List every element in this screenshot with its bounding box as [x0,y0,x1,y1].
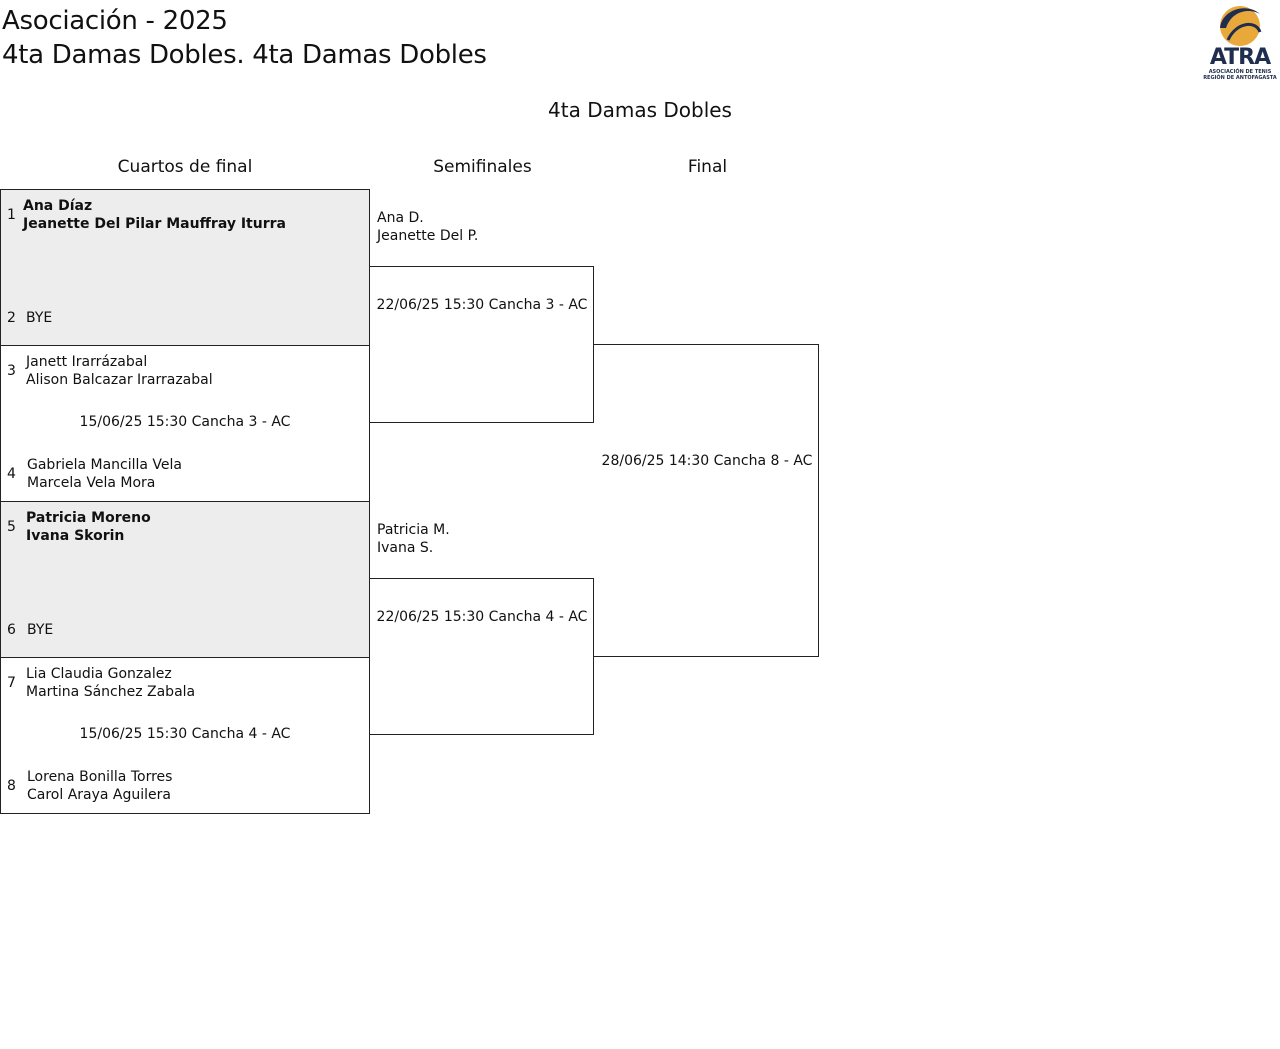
seed-number: 8 [7,778,16,794]
seed-number: 4 [7,466,16,482]
seed-number: 6 [7,622,16,638]
atra-logo: ATRA ASOCIACIÓN DE TENIS REGIÓN DE ANTOF… [1202,2,1278,82]
page-title: Asociación - 2025 [2,6,228,36]
seed-number: 7 [7,675,16,691]
round-header-final: Final [687,157,728,177]
svg-text:REGIÓN DE ANTOFAGASTA: REGIÓN DE ANTOFAGASTA [1203,74,1277,81]
atra-logo-graphic: ATRA ASOCIACIÓN DE TENIS REGIÓN DE ANTOF… [1203,6,1277,81]
match-schedule: 15/06/25 15:30 Cancha 4 - AC [79,726,291,742]
draw-name: 4ta Damas Dobles [548,98,732,122]
player-name: Jeanette Del Pilar Mauffray Iturra [23,216,286,232]
bye-label: BYE [27,622,54,638]
match-schedule: 15/06/25 15:30 Cancha 3 - AC [79,414,291,430]
page-subtitle: 4ta Damas Dobles. 4ta Damas Dobles [2,40,487,70]
seed-number: 2 [7,310,16,326]
round-header-semifinals: Semifinales [433,157,532,177]
player-name: Patricia Moreno [26,510,151,526]
player-name: Ivana S. [377,540,434,556]
player-name: Alison Balcazar Irarrazabal [26,372,213,388]
round-header-quarterfinals: Cuartos de final [117,157,253,177]
player-name: Patricia M. [377,522,450,538]
svg-text:ASOCIACIÓN DE TENIS: ASOCIACIÓN DE TENIS [1209,68,1272,75]
player-name: Jeanette Del P. [377,228,479,244]
sf-match-1 [369,266,594,423]
player-name: Ana D. [377,210,424,226]
match-schedule: 22/06/25 15:30 Cancha 3 - AC [376,297,588,313]
player-name: Marcela Vela Mora [27,475,156,491]
qf-match-4 [0,657,370,814]
seed-number: 1 [7,207,16,223]
seed-number: 5 [7,519,16,535]
final-match [594,344,819,657]
qf-match-1 [0,189,370,346]
player-name: Martina Sánchez Zabala [26,684,196,700]
player-name: Lorena Bonilla Torres [27,769,173,785]
match-schedule: 22/06/25 15:30 Cancha 4 - AC [376,609,588,625]
player-name: Janett Irarrázabal [26,354,148,370]
bye-label: BYE [26,310,53,326]
sf-match-2 [369,578,594,735]
player-name: Gabriela Mancilla Vela [27,457,182,473]
seed-number: 3 [7,363,16,379]
player-name: Carol Araya Aguilera [27,787,171,803]
match-schedule: 28/06/25 14:30 Cancha 8 - AC [601,453,813,469]
player-name: Ivana Skorin [26,528,125,544]
svg-text:ATRA: ATRA [1210,45,1271,70]
player-name: Lia Claudia Gonzalez [26,666,172,682]
player-name: Ana Díaz [23,198,93,214]
